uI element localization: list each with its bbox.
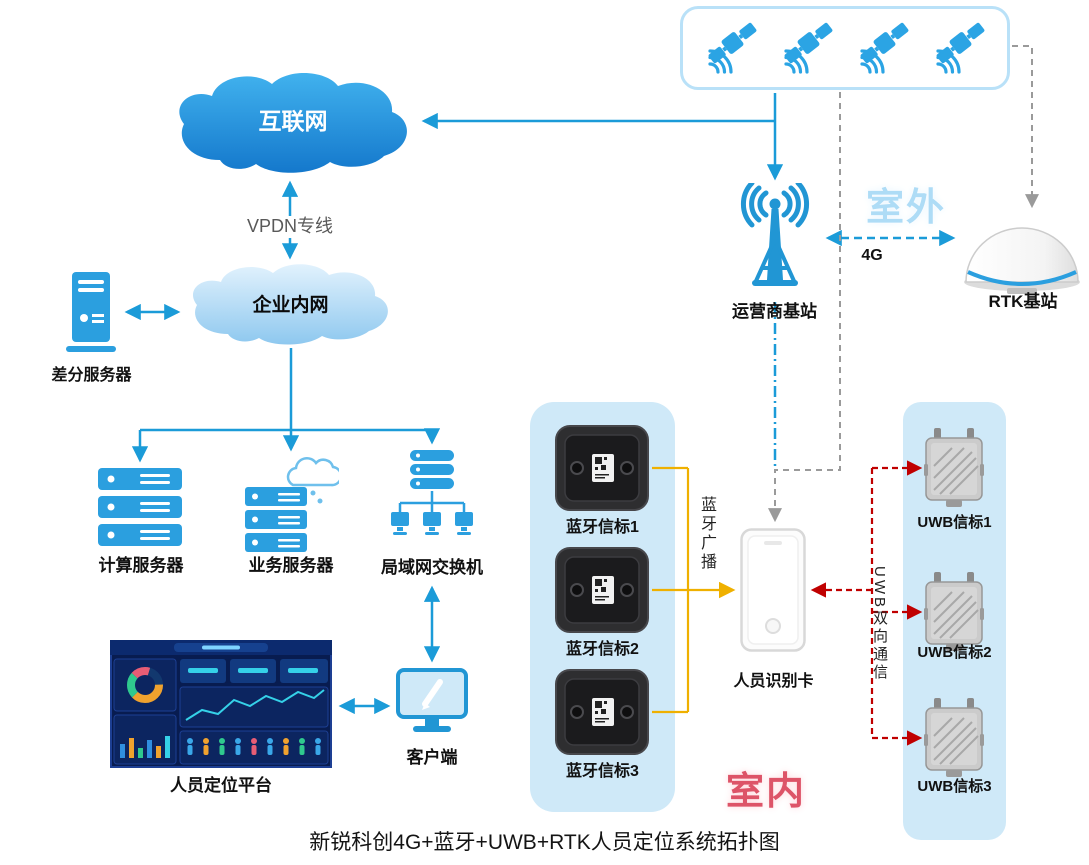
- uwb-beacon-1-label: UWB信标1: [917, 514, 992, 531]
- intranet-cloud: 企业内网: [183, 260, 398, 348]
- bt-beacon-1: [554, 424, 650, 517]
- server-cloud-icon: [245, 456, 343, 552]
- internet-label: 互联网: [258, 108, 328, 134]
- satellite-group-box: [680, 6, 1010, 90]
- bt-beacon-2-label: 蓝牙信标2: [566, 641, 639, 658]
- server-tower-icon: [66, 272, 116, 352]
- gnss-dome-icon: [964, 227, 1080, 294]
- bluetooth-beacon-icon: [555, 669, 649, 755]
- uwb-beacon-2-label: UWB信标2: [917, 644, 992, 661]
- uwb-beacon-3: [924, 698, 984, 783]
- dashboard-screenshot: [110, 640, 332, 768]
- bt-beacon-1-label: 蓝牙信标1: [566, 519, 639, 536]
- lan-switch-label: 局域网交换机: [381, 558, 483, 577]
- client-label: 客户端: [406, 748, 458, 767]
- bt-beacon-3: [554, 668, 650, 761]
- business-server: [243, 455, 343, 558]
- uwb-beacon-2: [924, 572, 984, 657]
- uwb-duplex-label: UWB双向通信: [871, 566, 888, 682]
- switch-icon: [391, 450, 473, 535]
- bt-beacon-3-label: 蓝牙信标3: [566, 763, 639, 780]
- bt-beacon-2: [554, 546, 650, 639]
- positioning-platform-label: 人员定位平台: [170, 776, 272, 795]
- diff-server: [62, 270, 120, 363]
- uwb-beacon-icon: [924, 572, 984, 651]
- id-card-icon: [740, 528, 806, 652]
- person-card-label: 人员识别卡: [733, 673, 814, 690]
- rtk-base-station: [960, 210, 1084, 299]
- link-4g-label: 4G: [861, 247, 883, 264]
- intranet-label: 企业内网: [252, 295, 329, 316]
- business-server-label: 业务服务器: [248, 556, 334, 575]
- vpdn-label: VPDN专线: [244, 216, 337, 238]
- satellite-icon: [708, 22, 757, 74]
- carrier-base-station-label: 运营商基站: [732, 302, 817, 321]
- diagram-title: 新锐科创4G+蓝牙+UWB+RTK人员定位系统拓扑图: [309, 831, 780, 854]
- bluetooth-beacon-icon: [555, 547, 649, 633]
- satellite-icon: [936, 22, 985, 74]
- monitor-icon: [396, 668, 468, 732]
- compute-server: [96, 466, 184, 555]
- compute-server-label: 计算服务器: [98, 556, 184, 575]
- client: [394, 666, 470, 751]
- uwb-beacon-icon: [924, 698, 984, 777]
- bt-broadcast-label: 蓝牙广播: [698, 496, 715, 572]
- lan-switch: [386, 448, 478, 553]
- rtk-base-station-label: RTK基站: [988, 292, 1058, 311]
- person-card: [740, 528, 806, 657]
- carrier-base-station: [716, 180, 834, 306]
- indoor-zone-label: 室内: [726, 771, 807, 813]
- outdoor-zone-label: 室外: [866, 187, 947, 229]
- uwb-beacon-3-label: UWB信标3: [917, 778, 992, 795]
- satellite-icon: [784, 22, 833, 74]
- server-stack-icon: [98, 468, 182, 546]
- internet-cloud: 互联网: [168, 68, 418, 180]
- cloud-icon: [179, 72, 407, 173]
- antenna-tower-icon: [740, 180, 810, 286]
- satellite-icon: [860, 22, 909, 74]
- cloud-icon: [192, 264, 388, 345]
- bluetooth-beacon-icon: [555, 425, 649, 511]
- uwb-beacon-1: [924, 428, 984, 513]
- positioning-platform: [110, 640, 332, 773]
- uwb-beacon-icon: [924, 428, 984, 507]
- diff-server-label: 差分服务器: [51, 367, 132, 384]
